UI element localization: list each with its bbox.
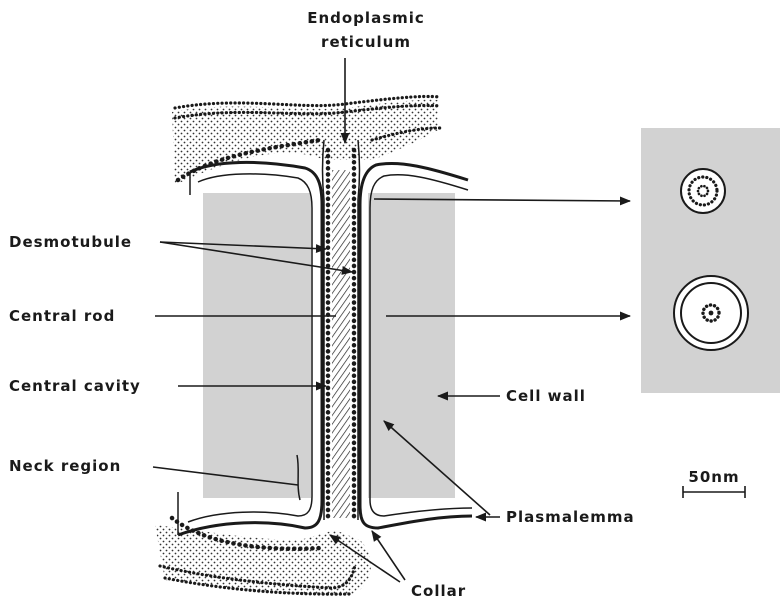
cross-section-top [681, 169, 725, 213]
label-collar: Collar [411, 582, 466, 600]
cross-section-panel [641, 128, 780, 393]
cell-wall-right [368, 193, 455, 498]
cross-section-bottom [674, 276, 748, 350]
left-wall-edge [178, 172, 190, 535]
desmotubule-rod [332, 170, 350, 518]
label-scale: 50nm [688, 468, 739, 486]
label-plasmalemma: Plasmalemma [506, 508, 635, 526]
label-er-line1: Endoplasmic [307, 9, 425, 27]
cell-wall-left [203, 193, 311, 498]
label-cell-wall: Cell wall [506, 387, 586, 405]
label-er-line2: reticulum [321, 33, 411, 51]
collar-leader-2 [372, 531, 405, 580]
bottom-cytoplasm [155, 525, 371, 595]
scale-bar [683, 486, 745, 498]
label-neck-region: Neck region [9, 457, 121, 475]
label-central-rod: Central rod [9, 307, 115, 325]
label-central-cavity: Central cavity [9, 377, 141, 395]
label-desmotubule: Desmotubule [9, 233, 132, 251]
